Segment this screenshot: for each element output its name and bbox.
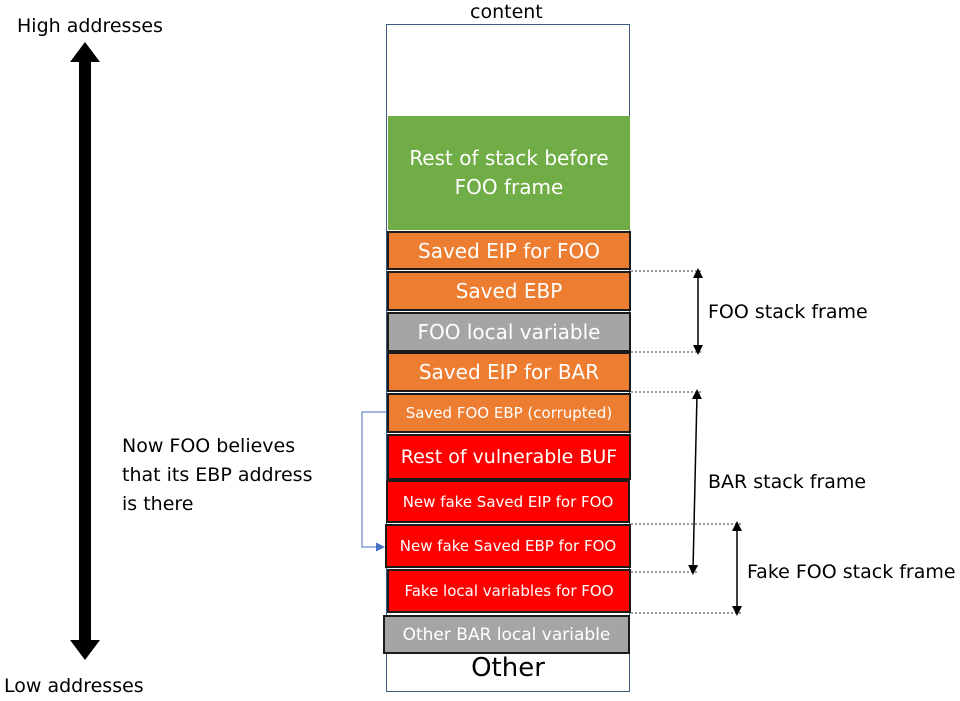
fake-local-variables-block: Fake local variables for FOO: [387, 569, 631, 613]
annotation-text: Now FOO believes that its EBP address is…: [122, 432, 312, 519]
other-bar-local-variable-label: Other BAR local variable: [402, 624, 611, 645]
bar-frame-arrow: [688, 389, 702, 575]
saved-eip-bar-block: Saved EIP for BAR: [387, 352, 631, 392]
foo-frame-label: FOO stack frame: [708, 301, 868, 323]
fake-foo-frame-label: Fake FOO stack frame: [747, 561, 956, 583]
rest-of-vulnerable-buf-block: Rest of vulnerable BUF: [387, 434, 631, 480]
new-fake-saved-eip-label: New fake Saved EIP for FOO: [402, 492, 614, 511]
other-label: Other: [471, 653, 545, 683]
saved-ebp-label: Saved EBP: [455, 279, 563, 303]
other-bar-local-variable-block: Other BAR local variable: [383, 615, 630, 654]
annotation-line-2: that its EBP address: [122, 464, 313, 486]
corrupted-ebp-connector: [361, 411, 386, 552]
column-title: content: [470, 1, 543, 23]
new-fake-saved-eip-block: New fake Saved EIP for FOO: [386, 480, 630, 523]
saved-foo-ebp-corrupted-block: Saved FOO EBP (corrupted): [387, 393, 631, 433]
annotation-line-3: is there: [122, 493, 194, 515]
saved-eip-bar-label: Saved EIP for BAR: [418, 360, 600, 384]
saved-foo-ebp-corrupted-label: Saved FOO EBP (corrupted): [405, 404, 613, 422]
high-addresses-label: High addresses: [17, 15, 163, 37]
low-addresses-label: Low addresses: [4, 675, 144, 697]
foo-local-variable-label: FOO local variable: [417, 320, 601, 344]
annotation-line-1: Now FOO believes: [122, 435, 296, 457]
rest-of-stack-block: Rest of stack before FOO frame: [388, 116, 630, 230]
rest-of-stack-line-1: Rest of stack before: [409, 146, 609, 170]
saved-ebp-block: Saved EBP: [387, 271, 631, 311]
new-fake-saved-ebp-label: New fake Saved EBP for FOO: [399, 537, 617, 555]
saved-eip-foo-block: Saved EIP for FOO: [387, 231, 631, 270]
frame-guide-lines: [631, 270, 742, 614]
rest-of-vulnerable-buf-label: Rest of vulnerable BUF: [400, 446, 618, 468]
bar-frame-label: BAR stack frame: [708, 471, 867, 493]
fake-local-variables-label: Fake local variables for FOO: [404, 582, 614, 600]
new-fake-saved-ebp-block: New fake Saved EBP for FOO: [385, 524, 631, 568]
rest-of-stack-line-2: FOO frame: [454, 175, 564, 199]
saved-eip-foo-label: Saved EIP for FOO: [418, 238, 600, 263]
foo-local-variable-block: FOO local variable: [387, 312, 631, 352]
address-direction-arrow: [70, 42, 100, 660]
